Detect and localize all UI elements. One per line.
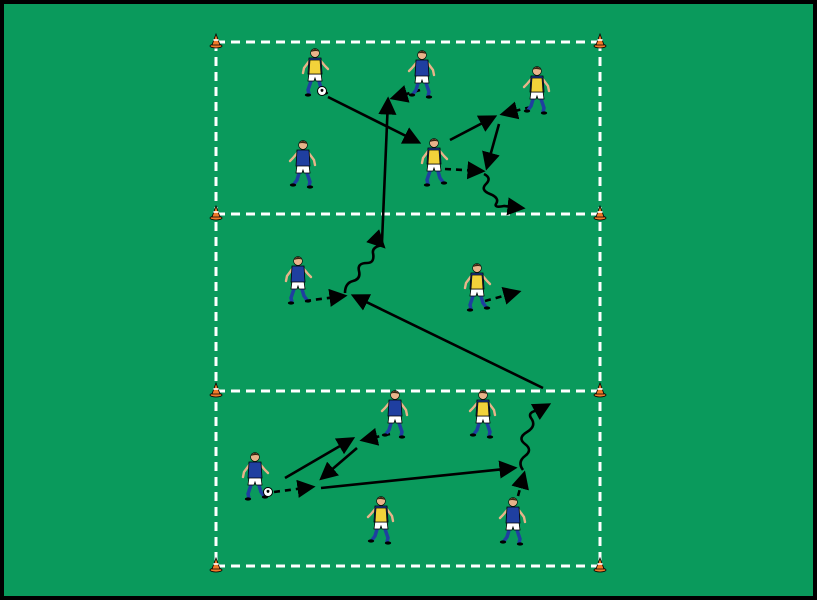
cone-bottom-left — [209, 556, 223, 573]
pass-line — [449, 115, 498, 142]
pass-line — [320, 460, 518, 490]
pitch-surface — [4, 4, 813, 596]
player-yellow-bottom-right — [468, 390, 497, 439]
dribble-line — [482, 172, 526, 216]
player-blue-top-left-lower — [288, 140, 317, 189]
players — [241, 48, 551, 546]
pass-line — [482, 123, 501, 171]
cone-bottom-right — [593, 556, 607, 573]
player-blue-middle-left — [284, 256, 313, 305]
player-blue-bottom-center — [380, 390, 409, 439]
football — [317, 86, 327, 96]
cone-lower-divider-right — [593, 381, 607, 398]
cones — [209, 32, 607, 573]
player-yellow-bottom-center — [366, 496, 395, 545]
player-blue-bottom-right — [498, 497, 527, 546]
player-yellow-top-center-lower — [420, 138, 449, 187]
player-yellow-top-right — [522, 66, 551, 115]
dribble-line — [343, 229, 386, 294]
pass-line — [284, 437, 356, 480]
player-yellow-middle-right — [463, 263, 492, 312]
player-blue-top-center — [407, 50, 436, 99]
cone-lower-divider-left — [209, 381, 223, 398]
football — [263, 487, 273, 497]
field-markings — [214, 40, 602, 568]
cone-upper-divider-left — [209, 204, 223, 221]
cone-upper-divider-right — [593, 204, 607, 221]
pass-line — [378, 96, 397, 243]
player-blue-bottom-left-with-ball — [241, 452, 270, 501]
pass-line — [350, 294, 544, 390]
pass-line — [327, 95, 422, 144]
movement-arrows — [273, 85, 552, 498]
run-line — [511, 470, 529, 497]
dribble-line — [519, 403, 552, 471]
pass-line — [319, 447, 358, 481]
cone-top-left — [209, 32, 223, 49]
run-line — [499, 101, 532, 120]
cone-top-right — [593, 32, 607, 49]
run-line — [484, 287, 522, 305]
